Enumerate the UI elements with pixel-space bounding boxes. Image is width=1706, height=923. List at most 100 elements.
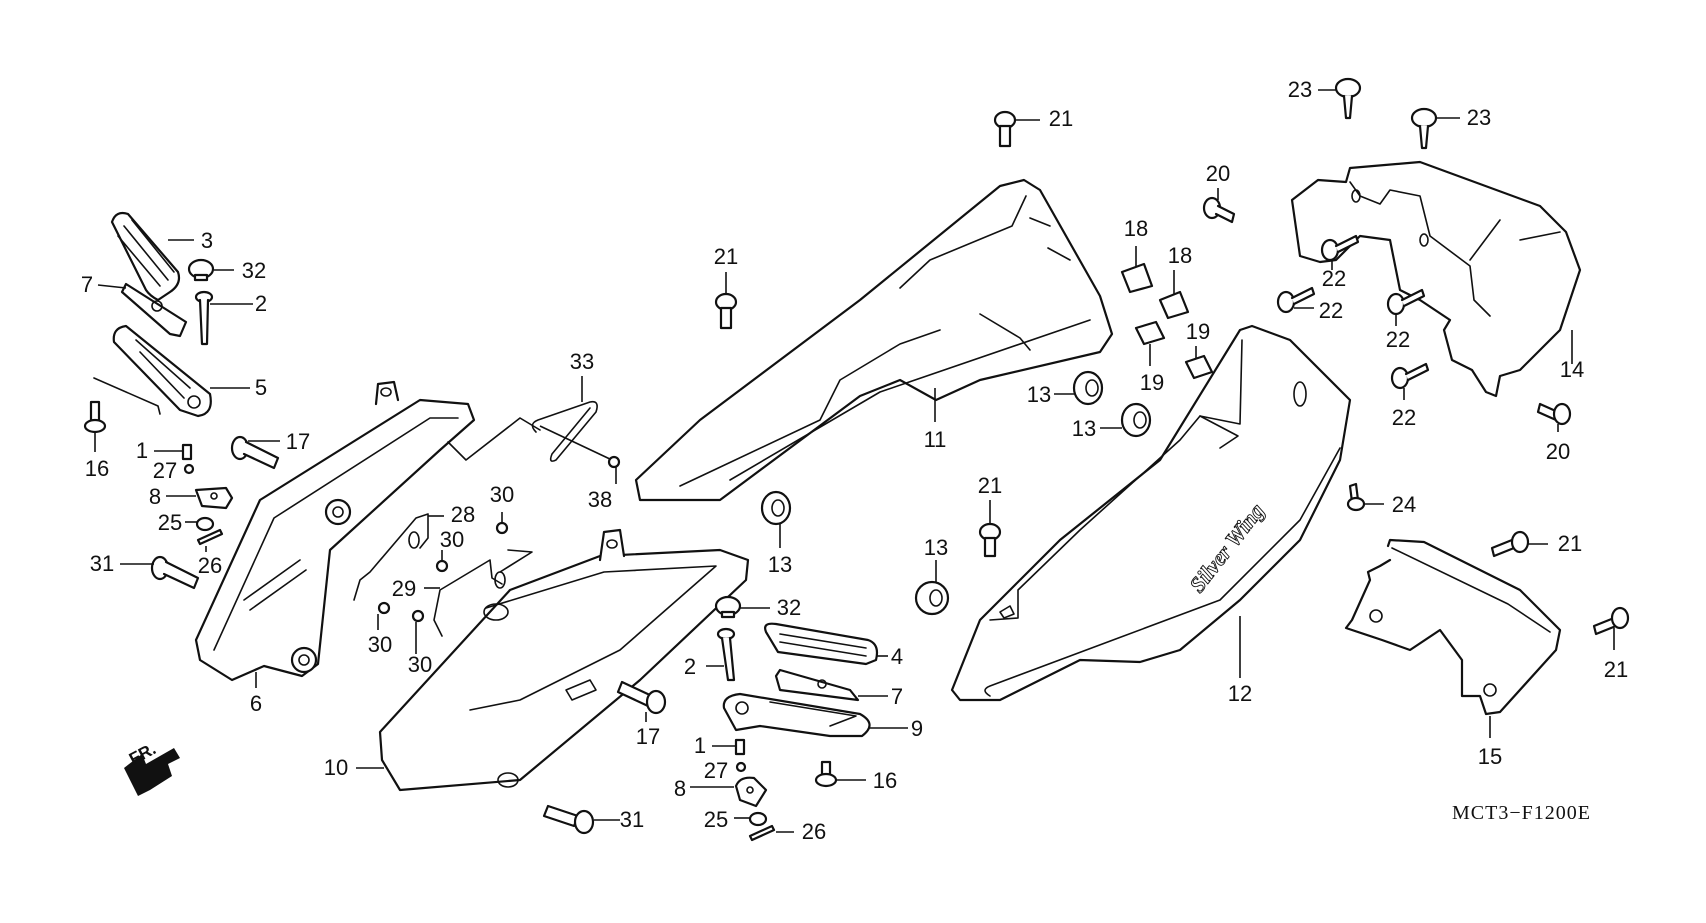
callout-30-c: 30: [367, 632, 393, 657]
part-20-bolt-top: [1202, 188, 1236, 224]
callout-17-lower: 17: [635, 724, 661, 749]
callout-14: 14: [1559, 357, 1585, 382]
callout-30-a: 30: [489, 482, 515, 507]
callout-4: 4: [890, 644, 904, 669]
part-1-spring-lower: [690, 738, 794, 842]
callout-7: 7: [80, 272, 94, 297]
part-21-bolt-left: [714, 272, 738, 330]
callout-23-a: 23: [1287, 77, 1313, 102]
part-31-bolt-upper: [120, 555, 200, 590]
arrow-down-left-icon: [124, 748, 180, 796]
callout-32-lower: 32: [776, 595, 802, 620]
callout-18-b: 18: [1167, 243, 1193, 268]
callout-19-b: 19: [1185, 319, 1211, 344]
callout-6: 6: [249, 691, 263, 716]
callout-28: 28: [450, 502, 476, 527]
callout-13-a: 13: [1026, 382, 1052, 407]
part-5-step-arm: [93, 324, 250, 418]
part-20-bolt-right: [1536, 402, 1572, 432]
part-19-clip-b: [1184, 346, 1214, 380]
part-10-side-panel: [356, 528, 750, 792]
part-17-bolt-lower: [616, 680, 667, 722]
callout-21-left: 21: [713, 244, 739, 269]
part-13-grommet-c: [760, 490, 792, 548]
callout-10: 10: [323, 755, 349, 780]
part-16-bolt-lower: [814, 760, 866, 788]
part-32-cap-upper: [187, 258, 234, 282]
callout-21-top: 21: [1048, 106, 1074, 131]
callout-8: 8: [148, 484, 162, 509]
part-24-screw: [1346, 482, 1384, 512]
callout-1-lower: 1: [693, 733, 707, 758]
callout-22-d: 22: [1391, 405, 1417, 430]
part-18-clip-b: [1158, 270, 1190, 320]
part-31-bolt-lower: [542, 804, 620, 835]
callout-21-mid: 21: [977, 473, 1003, 498]
callout-15: 15: [1477, 744, 1503, 769]
callout-13-c: 13: [767, 552, 793, 577]
part-23-screw-b: [1410, 107, 1460, 150]
part-13-grommet-d: [914, 560, 950, 616]
callout-17: 17: [285, 429, 311, 454]
part-1-spring-upper: [154, 443, 234, 552]
callout-23-b: 23: [1466, 105, 1492, 130]
callout-7-lower: 7: [890, 684, 904, 709]
callout-22-b: 22: [1318, 298, 1344, 323]
callout-8-lower: 8: [673, 776, 687, 801]
callout-33: 33: [569, 349, 595, 374]
callout-24: 24: [1391, 492, 1417, 517]
callout-20-top: 20: [1205, 161, 1231, 186]
part-13-grommet-a: [1054, 370, 1104, 406]
part-21-bolt-top: [993, 110, 1040, 148]
callout-26-lower: 26: [801, 819, 827, 844]
part-12-side-cover: [950, 324, 1352, 702]
callout-12: 12: [1227, 681, 1253, 706]
part-11-body-cover: [634, 178, 1114, 502]
callout-22-c: 22: [1385, 327, 1411, 352]
part-32-cap-lower: [714, 595, 770, 619]
callout-16-lower: 16: [872, 768, 898, 793]
part-18-clip-a: [1120, 246, 1154, 294]
callout-1: 1: [135, 438, 149, 463]
callout-19-a: 19: [1139, 370, 1165, 395]
part-21-bolt-right-a: [1490, 530, 1548, 558]
callout-16: 16: [84, 456, 110, 481]
callout-13-d: 13: [923, 535, 949, 560]
callout-20-right: 20: [1545, 439, 1571, 464]
part-22-screw-d: [1390, 362, 1430, 400]
callout-30-b: 30: [439, 527, 465, 552]
callout-32: 32: [241, 258, 267, 283]
callout-27: 27: [152, 458, 178, 483]
part-7-plate-upper: [97, 282, 188, 338]
callout-31-lower: 31: [619, 807, 645, 832]
part-7-plate-lower: [774, 668, 888, 702]
part-2-pin-upper: [194, 290, 253, 346]
part-23-screw-a: [1318, 77, 1362, 120]
callout-30-d: 30: [407, 652, 433, 677]
callout-13-b: 13: [1071, 416, 1097, 441]
callout-5: 5: [254, 375, 268, 400]
callout-31: 31: [89, 551, 115, 576]
part-17-bolt-upper: [230, 435, 280, 470]
part-6-frame-bracket: [194, 380, 541, 688]
callout-25-lower: 25: [703, 807, 729, 832]
callout-9: 9: [910, 716, 924, 741]
callout-11: 11: [923, 427, 947, 452]
part-33-wire: [531, 376, 621, 484]
part-22-screw-b: [1276, 286, 1316, 314]
part-22-screw-c: [1386, 288, 1426, 326]
callout-22-a: 22: [1321, 266, 1347, 291]
callout-29: 29: [391, 576, 417, 601]
part-15-rear-garnish: [1344, 538, 1562, 738]
callout-21-right-a: 21: [1557, 531, 1583, 556]
callout-2: 2: [254, 291, 268, 316]
callout-38: 38: [587, 487, 613, 512]
part-19-clip-a: [1134, 320, 1166, 366]
part-14-rear-cover: [1290, 160, 1582, 398]
callout-21-right-b: 21: [1603, 657, 1629, 682]
callout-2-lower: 2: [683, 654, 697, 679]
part-28-29-wires: [353, 512, 533, 654]
callout-26: 26: [197, 553, 223, 578]
callout-18-a: 18: [1123, 216, 1149, 241]
part-22-screw-a: [1320, 234, 1360, 270]
